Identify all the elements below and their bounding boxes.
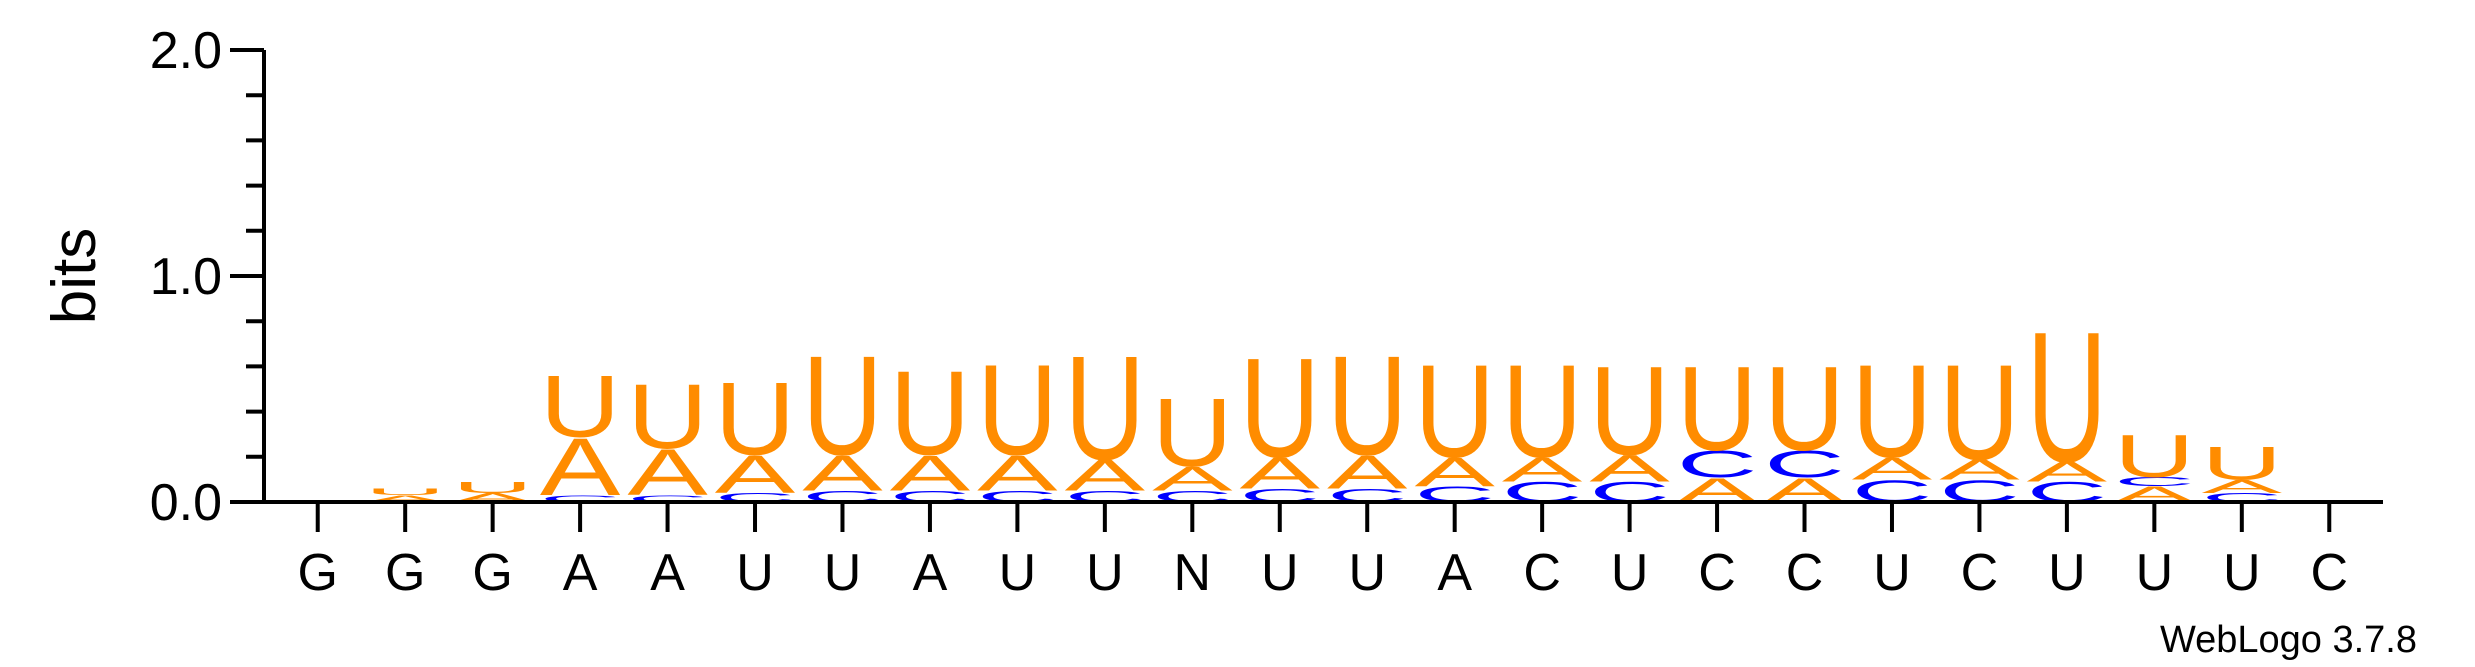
x-tick-label: U: [1873, 544, 1911, 602]
logo-column: CAU: [1065, 324, 1146, 505]
x-tick-label: U: [1086, 544, 1124, 602]
logo-letter-A: A: [540, 421, 621, 512]
logo-letter-A: A: [1152, 459, 1234, 498]
logo-letter-A: A: [365, 494, 445, 505]
x-tick-label: G: [298, 544, 338, 602]
logo-letter-A: A: [715, 444, 796, 504]
x-tick-label: A: [1437, 544, 1472, 602]
logo-letter-U: U: [1939, 338, 2019, 489]
logo-column: CAU: [1240, 329, 1321, 506]
y-tick-label: 0.0: [150, 474, 222, 532]
logo-letter-U: U: [715, 360, 795, 477]
x-tick-label: N: [1174, 544, 1212, 602]
logo-letter-U: U: [1852, 337, 1932, 485]
logo-letter-A: A: [1502, 450, 1584, 489]
x-tick-label: C: [2310, 544, 2348, 602]
y-ticks: 0.0 1.0 2.0: [150, 22, 264, 532]
logo-letter-A: A: [1939, 454, 2020, 486]
logo-letter-U: U: [977, 338, 1057, 483]
logo-letter-U: U: [2114, 423, 2194, 490]
logo-letter-U: U: [1152, 378, 1232, 487]
logo-column: CAU: [715, 360, 796, 505]
x-tick-label: G: [385, 544, 425, 602]
logo-letter-A: A: [1852, 451, 1933, 486]
logo-letter-U: U: [1589, 341, 1669, 482]
logo-letter-U: U: [1677, 341, 1757, 476]
logo-column: AU: [365, 487, 445, 505]
x-tick-label: U: [2136, 544, 2174, 602]
logo-column: CAU: [1502, 337, 1584, 509]
logo-letter-A: A: [1414, 449, 1494, 495]
y-tick-label: 2.0: [150, 22, 222, 80]
logo-letter-U: U: [2202, 437, 2282, 490]
logo-column: CAU: [977, 338, 1058, 506]
logo-column: CAU: [1414, 337, 1494, 507]
x-tick-label: U: [824, 544, 862, 602]
x-tick-label: C: [1698, 544, 1736, 602]
logo-column: CAU: [890, 346, 971, 506]
logo-column: CAU: [2027, 293, 2108, 509]
x-tick-label: C: [1961, 544, 1999, 602]
logo-letter-A: A: [802, 445, 883, 502]
x-tick-label: U: [1261, 544, 1299, 602]
logo-column: CAU: [1327, 327, 1407, 506]
logo-letter-U: U: [1327, 327, 1407, 486]
x-tick-label: A: [650, 544, 685, 602]
logo-column: CAU: [540, 357, 621, 512]
logo-column: CAU: [627, 365, 708, 509]
x-tick-label: C: [1523, 544, 1561, 602]
logo-letter-U: U: [1502, 337, 1582, 485]
logo-letter-A: A: [2027, 456, 2108, 488]
x-tick-label: C: [1786, 544, 1824, 602]
x-tick-label: U: [999, 544, 1037, 602]
weblogo-credit: WebLogo 3.7.8: [2160, 619, 2417, 661]
logo-column: ACU: [2114, 423, 2195, 507]
logo-letter-U: U: [802, 327, 882, 486]
logo-column: ACU: [1677, 341, 1759, 509]
logo-letter-A: A: [1240, 449, 1321, 498]
logo-letter-A: A: [1065, 451, 1146, 500]
logo-letter-U: U: [2027, 293, 2107, 502]
logo-column: CAU: [1152, 378, 1234, 505]
logo-letter-A: A: [2202, 476, 2283, 497]
logo-letter-U: U: [1414, 337, 1494, 485]
logo-column: CAU: [1852, 337, 1933, 509]
logo-letter-U: U: [1065, 324, 1145, 490]
y-axis-label: bits: [40, 228, 109, 324]
x-tick-label: U: [736, 544, 774, 602]
logo-column: CAU: [2202, 437, 2283, 504]
logo-letter-A: A: [1327, 446, 1407, 499]
logo-letter-U: U: [890, 346, 970, 481]
logo-letter-C: C: [627, 493, 707, 504]
x-tick-label: U: [1348, 544, 1386, 602]
logo-letter-C: C: [540, 493, 620, 504]
logo-letter-U: U: [452, 479, 532, 497]
logo-letter-A: A: [1589, 447, 1670, 489]
logo-letter-C: C: [2114, 475, 2194, 489]
logo-letter-U: U: [1764, 341, 1844, 476]
x-tick-label: A: [913, 544, 948, 602]
logo-letter-A: A: [890, 445, 971, 502]
logo-letter-U: U: [540, 357, 620, 455]
x-tick-label: U: [2048, 544, 2086, 602]
logo-column: CAU: [1589, 341, 1670, 508]
x-tick-label: G: [472, 544, 512, 602]
x-tick-label: A: [563, 544, 598, 602]
logo-letter-C: C: [1677, 443, 1757, 485]
logo-letter-C: C: [1764, 443, 1844, 485]
x-tick-label: U: [2223, 544, 2261, 602]
logo-letter-U: U: [1240, 329, 1320, 488]
logo-column: ACU: [1764, 341, 1846, 509]
y-tick-label: 1.0: [150, 248, 222, 306]
logo-column: CAU: [802, 327, 883, 506]
logo-letter-U: U: [627, 365, 707, 467]
logo-letter-U: U: [365, 487, 445, 498]
logo-column: CAU: [1939, 338, 2020, 509]
logo-letter-A: A: [627, 435, 708, 509]
x-tick-label: U: [1611, 544, 1649, 602]
logo-letter-A: A: [977, 445, 1058, 502]
